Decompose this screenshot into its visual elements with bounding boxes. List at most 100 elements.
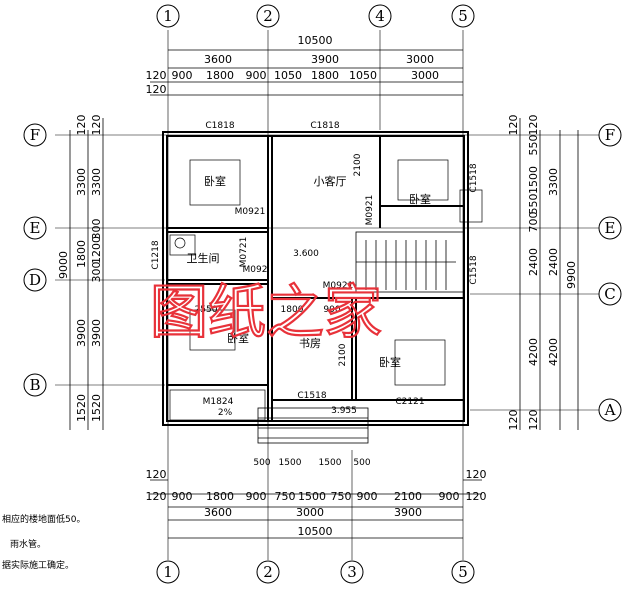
dim-top-row3-0: 900 bbox=[172, 69, 193, 82]
axis-right-3: A bbox=[604, 401, 616, 419]
label-elev-b: 3.955 bbox=[331, 406, 357, 416]
label-m0921-a: M0921 bbox=[235, 207, 266, 217]
dim-bot-row1-7: 2100 bbox=[394, 490, 422, 503]
dim-left-outer: 9000 bbox=[57, 251, 70, 279]
axis-right-0: F bbox=[605, 126, 615, 144]
dim-right-inner-1: 1500 bbox=[527, 166, 540, 194]
dim-right-inner-5: 4200 bbox=[527, 338, 540, 366]
dim-right-inner-3: 700 bbox=[527, 212, 540, 233]
stair-dim-1: 1500 bbox=[279, 458, 302, 468]
axis-right-1: E bbox=[605, 219, 616, 237]
axis-bottom-1: 2 bbox=[263, 563, 273, 581]
label-c1518-b: C1518 bbox=[469, 255, 479, 284]
dim-left: 9000 3300 1800 3900 1520 3300 1200 300 3… bbox=[57, 115, 103, 423]
dim-top-row3-2: 900 bbox=[246, 69, 267, 82]
dim-right-mid-1: 2400 bbox=[547, 248, 560, 276]
label-d1800: 1800 bbox=[281, 305, 304, 315]
dim-bot-row1-8: 900 bbox=[439, 490, 460, 503]
axis-right-2: C bbox=[604, 285, 615, 303]
dim-top-total: 10500 bbox=[298, 34, 333, 47]
dim-top-row2-1: 3900 bbox=[311, 53, 339, 66]
room-bedroom-ne: 卧室 bbox=[409, 192, 431, 206]
dim-left-mid-1: 1800 bbox=[75, 240, 88, 268]
label-d900: 900 bbox=[323, 305, 340, 315]
dim-bot-row1-3: 750 bbox=[275, 490, 296, 503]
room-small-living: 小客厅 bbox=[314, 174, 347, 188]
label-m1824: M1824 bbox=[203, 397, 234, 407]
dim-right-small-0: 120 bbox=[507, 115, 520, 136]
room-bedroom-se: 卧室 bbox=[379, 355, 401, 369]
label-m092: M092 bbox=[243, 265, 268, 275]
dim-bot-row1-1: 1800 bbox=[206, 490, 234, 503]
note-1: 雨水管。 bbox=[10, 538, 46, 550]
dim-right-small-2: 120 bbox=[507, 410, 520, 431]
label-c1518-a: C1518 bbox=[469, 163, 479, 192]
note-2: 据实际施工确定。 bbox=[2, 559, 74, 571]
dim-bot-small-3: 120 bbox=[466, 490, 487, 503]
dim-left-inner-0: 3300 bbox=[90, 168, 103, 196]
dim-left-inner-3: 300 bbox=[90, 262, 103, 283]
dim-lines-right bbox=[519, 118, 579, 430]
dim-left-small-1: 120 bbox=[90, 115, 103, 136]
axis-bottom-3: 5 bbox=[458, 563, 468, 581]
dim-bot-row2-1: 3000 bbox=[296, 506, 324, 519]
dim-right-small-1: 120 bbox=[527, 115, 540, 136]
dim-left-inner-5: 1520 bbox=[90, 394, 103, 422]
label-c1518-c: C1518 bbox=[297, 391, 326, 401]
label-m0721: M0721 bbox=[239, 237, 249, 268]
stair bbox=[257, 231, 465, 444]
axis-bubbles bbox=[23, 4, 622, 584]
dim-top-row3-6: 3000 bbox=[411, 69, 439, 82]
dim-right: 9900 3300 2400 4200 550 1500 550 700 240… bbox=[507, 115, 578, 431]
label-pct: 2% bbox=[218, 408, 233, 418]
dim-bot-row2-2: 3900 bbox=[394, 506, 422, 519]
room-bathroom: 卫生间 bbox=[187, 251, 220, 265]
furniture bbox=[169, 159, 483, 421]
axis-left-3: B bbox=[29, 376, 40, 394]
dim-lines-left bbox=[69, 118, 104, 430]
room-bedroom-sw: 卧室 bbox=[227, 331, 249, 345]
dim-right-inner-4: 2400 bbox=[527, 248, 540, 276]
dim-bot-row1-0: 900 bbox=[172, 490, 193, 503]
stair-dim-3: 500 bbox=[353, 458, 370, 468]
axis-bottom-2: 3 bbox=[347, 563, 357, 581]
dim-top-row3-4: 1800 bbox=[311, 69, 339, 82]
stair-dim-2: 1500 bbox=[319, 458, 342, 468]
dim-left-mid-3: 1520 bbox=[75, 394, 88, 422]
dim-left-small-0: 120 bbox=[75, 115, 88, 136]
dim-top-row2-2: 3000 bbox=[406, 53, 434, 66]
dim-left-inner-2: 300 bbox=[90, 219, 103, 240]
dim-right-inner-0: 550 bbox=[527, 135, 540, 156]
label-c1818-b: C1818 bbox=[310, 121, 339, 131]
axis-left-1: E bbox=[30, 219, 41, 237]
dim-right-mid-2: 4200 bbox=[547, 338, 560, 366]
axis-bottom-0: 1 bbox=[163, 563, 173, 581]
label-c1218: C1218 bbox=[151, 240, 161, 269]
dim-top-row3-3: 1050 bbox=[274, 69, 302, 82]
dim-left-inner-4: 3900 bbox=[90, 319, 103, 347]
label-d2100-a: 2100 bbox=[353, 153, 363, 176]
label-c1818-a: C1818 bbox=[205, 121, 234, 131]
dim-bot-row2-0: 3600 bbox=[204, 506, 232, 519]
dim-bot-small-0: 120 bbox=[146, 468, 167, 481]
label-d2550: 2550 bbox=[195, 305, 218, 315]
watermark: 图纸之家 bbox=[150, 278, 382, 346]
dim-bot-row1-4: 1500 bbox=[298, 490, 326, 503]
dim-left-mid-2: 3900 bbox=[75, 319, 88, 347]
dim-bot-small-2: 120 bbox=[466, 468, 487, 481]
label-m0921-b: M0921 bbox=[365, 195, 375, 226]
label-c2121: C2121 bbox=[395, 397, 424, 407]
dim-bot-small-1: 120 bbox=[146, 490, 167, 503]
dim-right-inner-2: 550 bbox=[527, 194, 540, 215]
dim-right-mid-0: 3300 bbox=[547, 168, 560, 196]
dim-right-outer: 9900 bbox=[565, 261, 578, 289]
dim-bot-row1-2: 900 bbox=[246, 490, 267, 503]
dim-bot-row1-6: 900 bbox=[357, 490, 378, 503]
stair-dim-0: 500 bbox=[253, 458, 270, 468]
label-d2100-b: 2100 bbox=[338, 343, 348, 366]
room-study: 书房 bbox=[299, 337, 321, 350]
label-elev-a: 3.600 bbox=[293, 249, 319, 259]
axis-top-2: 4 bbox=[375, 7, 385, 25]
